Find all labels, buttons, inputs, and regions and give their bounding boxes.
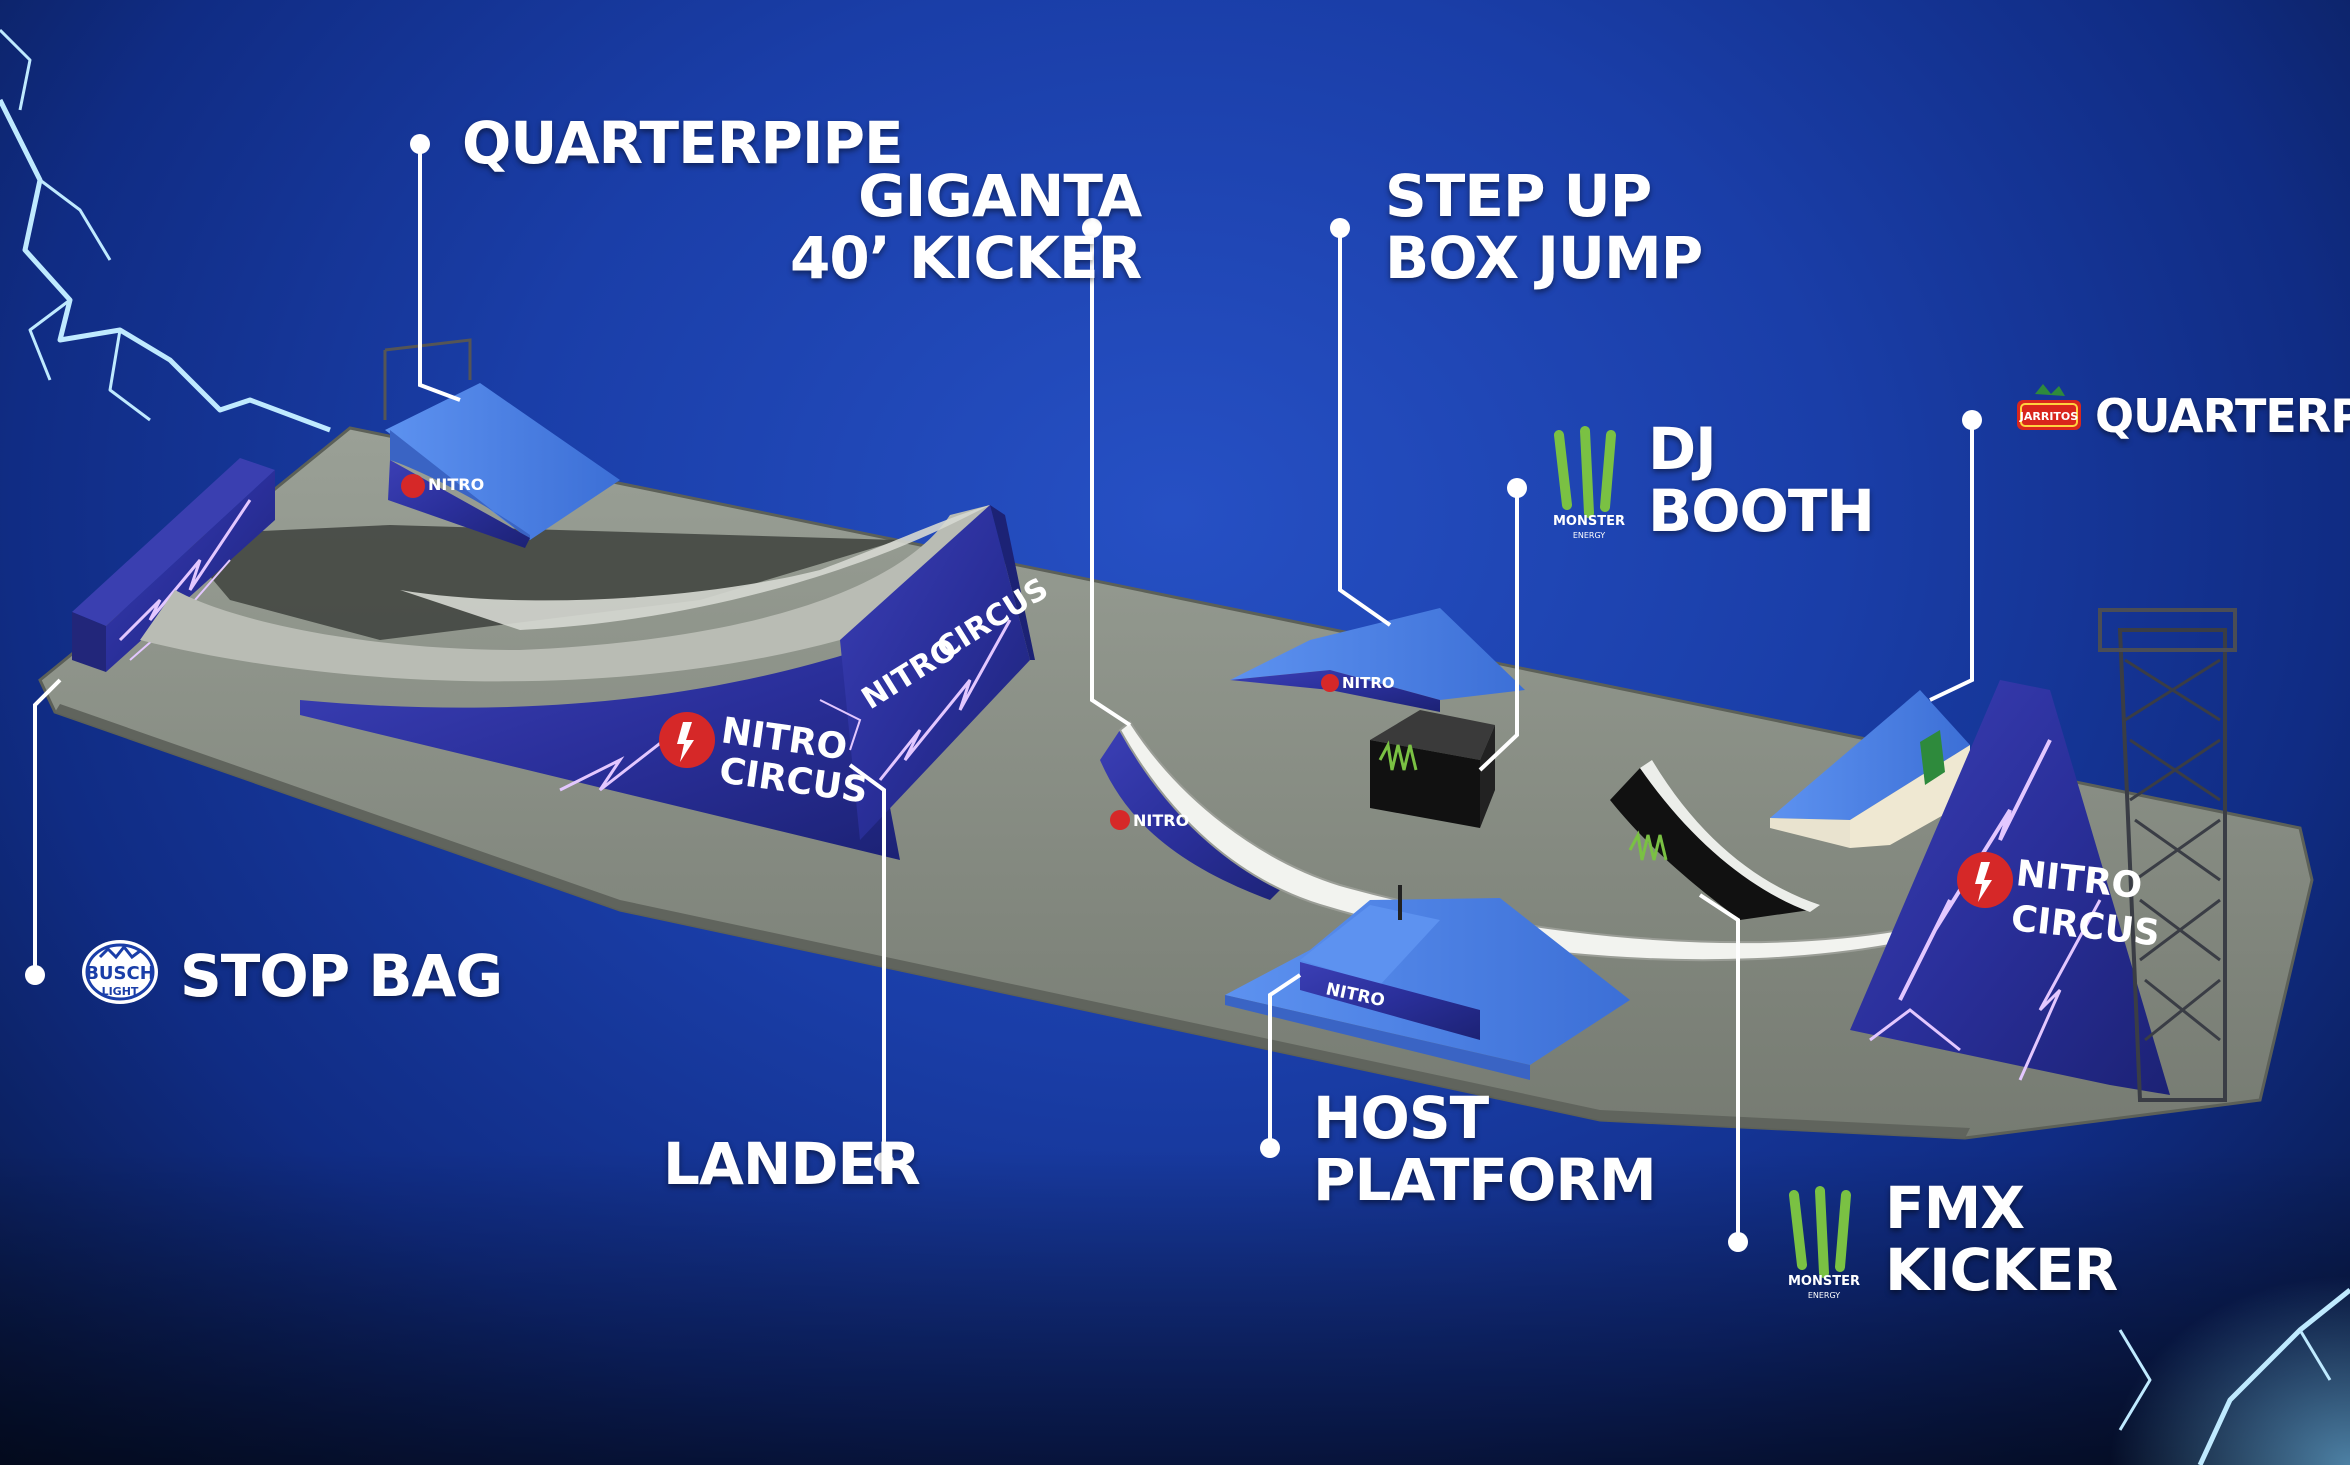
- jarritos-wordmark: JARRITOS: [2019, 410, 2078, 423]
- label-host-line2: PLATFORM: [1313, 1146, 1657, 1214]
- banner-brand-text: NITRO: [1342, 674, 1395, 692]
- monster-wordmark: MONSTER: [1788, 1274, 1860, 1289]
- label-fmx-line2: KICKER: [1885, 1236, 2118, 1304]
- label-giganta-line2: 40’ KICKER: [790, 224, 1142, 292]
- monster-energy-logo-fmx: MONSTER ENERGY: [1780, 1185, 1868, 1301]
- monster-sub-wordmark: ENERGY: [1808, 1291, 1840, 1300]
- busch-light-badge: BUSCH LIGHT: [82, 940, 158, 1004]
- lightning-bolt-left: [0, 28, 331, 433]
- label-lander: LANDER: [663, 1130, 921, 1198]
- leader-quarterpipe-left: [418, 144, 461, 402]
- label-dj-line1: DJ: [1648, 415, 1717, 483]
- monster-claw-icon: MONSTER ENERGY: [1553, 426, 1625, 540]
- label-step-up-line1: STEP UP: [1385, 162, 1652, 230]
- banner-brand-text: NITRO: [1133, 811, 1189, 830]
- label-host-platform: HOST PLATFORM: [1313, 1084, 1657, 1214]
- banner-brand-text: NITRO: [428, 475, 484, 494]
- label-step-up-line2: BOX JUMP: [1385, 224, 1703, 292]
- label-fmx-kicker: FMX KICKER: [1885, 1174, 2118, 1304]
- host-platform: NITRO: [1225, 885, 1630, 1080]
- monster-sub-wordmark: ENERGY: [1573, 531, 1605, 540]
- monster-energy-logo-dj: MONSTER ENERGY: [1545, 425, 1633, 541]
- jarritos-quarterpipe: [1770, 690, 1970, 848]
- label-fmx-line1: FMX: [1885, 1174, 2025, 1242]
- leader-fmx-kicker: [1698, 893, 1740, 1242]
- leader-dj-booth: [1478, 488, 1519, 772]
- jarritos-badge: JARRITOS: [2017, 384, 2081, 430]
- label-giganta-line1: GIGANTA: [858, 162, 1142, 230]
- runway-strip: [175, 525, 900, 640]
- jarritos-logo: JARRITOS: [2015, 380, 2083, 442]
- fmx-kicker: [1610, 760, 1820, 920]
- leader-quarterpipe-right: [1929, 420, 1974, 702]
- leader-giganta: [1090, 228, 1132, 727]
- busch-light-logo: BUSCH LIGHT: [78, 937, 162, 1007]
- leader-lines: [33, 144, 1974, 1242]
- dj-booth: [1370, 710, 1495, 828]
- leader-lander: [848, 763, 886, 1162]
- leader-host-platform: [1268, 973, 1302, 1148]
- label-host-line1: HOST: [1313, 1084, 1489, 1152]
- leader-stop-bag: [33, 678, 62, 975]
- monster-wordmark: MONSTER: [1553, 514, 1625, 529]
- label-dj-booth: DJ BOOTH: [1648, 415, 1875, 545]
- start-tower: NITRO CIRCUS: [1850, 608, 2237, 1102]
- quarterpipe-left: NITRO: [383, 338, 620, 548]
- label-dj-line2: BOOTH: [1648, 477, 1875, 545]
- leader-step-up: [1338, 228, 1392, 627]
- monster-claw-icon: MONSTER ENERGY: [1788, 1186, 1860, 1300]
- label-step-up-box-jump: STEP UP BOX JUMP: [1385, 162, 1703, 292]
- lander-ramp: NITRO CIRCUS NITRO CIRCUS: [140, 505, 1055, 860]
- busch-wordmark: BUSCH: [85, 963, 155, 984]
- corner-glow: [1950, 1150, 2350, 1465]
- busch-sub-wordmark: LIGHT: [102, 985, 139, 998]
- step-up-box-jump: NITRO: [1230, 608, 1525, 712]
- lightning-bolt-right: [2118, 1288, 2350, 1465]
- label-stop-bag: STOP BAG: [180, 942, 503, 1010]
- label-quarterpipe-left: QUARTERPIPE: [462, 109, 904, 177]
- leader-dots: [25, 134, 1982, 1252]
- label-giganta-kicker: GIGANTA 40’ KICKER: [790, 162, 1142, 292]
- label-quarterpipe-right: QUARTERPIPE: [2095, 389, 2350, 443]
